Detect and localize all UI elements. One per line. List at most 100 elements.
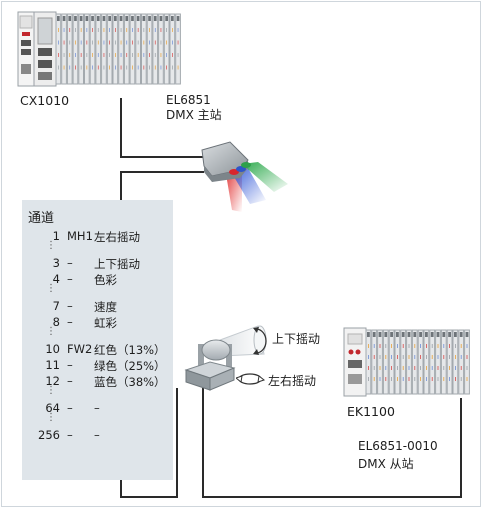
terminal-led-strip bbox=[159, 16, 163, 21]
channel-number: 7 bbox=[52, 299, 60, 313]
terminal-contact bbox=[391, 344, 392, 348]
terminal-contact bbox=[86, 65, 88, 70]
terminal-led-strip bbox=[153, 16, 157, 21]
terminal-contact bbox=[437, 355, 439, 359]
terminal-contact bbox=[137, 28, 139, 32]
terminal-contact bbox=[373, 355, 375, 359]
terminal-contact bbox=[58, 28, 59, 32]
channel-function: – bbox=[94, 428, 100, 442]
terminal-contact bbox=[437, 377, 439, 381]
terminal-contact bbox=[92, 65, 93, 70]
terminal-led-strip bbox=[108, 16, 111, 21]
channel-device: MH1 bbox=[67, 229, 93, 243]
terminal-contact bbox=[154, 53, 156, 57]
terminal-contact bbox=[115, 40, 116, 45]
terminal-contact bbox=[426, 344, 427, 348]
terminal-contact bbox=[391, 355, 392, 359]
io-terminal bbox=[118, 13, 124, 85]
terminal-contact bbox=[431, 344, 433, 348]
terminal-contact bbox=[177, 65, 179, 70]
terminal-led-strip bbox=[91, 16, 94, 21]
terminal-contact bbox=[58, 40, 59, 45]
terminal-led-strip bbox=[136, 16, 140, 21]
io-terminal bbox=[135, 13, 142, 85]
terminal-contact bbox=[69, 65, 71, 70]
terminal-led-strip bbox=[367, 332, 370, 337]
io-terminal bbox=[146, 13, 153, 85]
terminal-contact bbox=[132, 40, 133, 45]
terminal-contact bbox=[408, 355, 410, 359]
terminal-contact bbox=[143, 65, 145, 70]
terminal-contact bbox=[75, 40, 76, 45]
io-terminal bbox=[400, 329, 407, 395]
terminal-contact bbox=[115, 65, 116, 70]
wire-moving-head-down-b bbox=[202, 388, 204, 498]
terminal-contact bbox=[414, 355, 416, 359]
io-terminal bbox=[84, 13, 90, 85]
terminal-contact bbox=[414, 344, 416, 348]
io-terminal bbox=[365, 329, 372, 395]
io-terminal bbox=[152, 13, 159, 85]
terminal-contact bbox=[379, 355, 381, 359]
terminal-contact bbox=[420, 344, 421, 348]
io-terminal bbox=[141, 13, 147, 85]
terminal-contact bbox=[455, 377, 456, 381]
terminal-contact bbox=[80, 40, 82, 45]
terminal-contact bbox=[466, 355, 468, 359]
terminal-contact bbox=[402, 355, 404, 359]
terminal-led-strip bbox=[148, 16, 151, 21]
terminal-led-strip bbox=[384, 332, 388, 337]
terminal-led-strip bbox=[425, 332, 428, 337]
channel-row: 3–上下摇动 bbox=[22, 256, 173, 271]
led-spotlight-icon bbox=[201, 141, 288, 212]
wire-bottom-left bbox=[120, 496, 178, 498]
channel-function: 虹彩 bbox=[94, 316, 117, 330]
terminal-contact bbox=[391, 366, 392, 370]
channel-ellipsis: ⋮ bbox=[22, 240, 173, 253]
channel-number: 256 bbox=[38, 428, 60, 442]
terminal-contact bbox=[420, 366, 421, 370]
channel-ellipsis: ⋮ bbox=[22, 385, 173, 398]
channel-row: 8–虹彩 bbox=[22, 315, 173, 330]
terminal-contact bbox=[126, 65, 128, 70]
terminal-contact bbox=[455, 366, 456, 370]
terminal-contact bbox=[177, 53, 179, 57]
channel-device: – bbox=[67, 272, 73, 286]
terminal-led-strip bbox=[165, 16, 168, 21]
channel-function: – bbox=[94, 401, 100, 415]
terminal-led-strip bbox=[465, 332, 469, 337]
terminal-contact bbox=[132, 28, 133, 32]
io-terminal bbox=[175, 13, 181, 85]
terminal-contact bbox=[137, 65, 139, 70]
tilt-rotation-icon bbox=[253, 327, 267, 355]
terminal-contact bbox=[97, 65, 99, 70]
terminal-contact bbox=[154, 28, 156, 32]
terminal-contact bbox=[92, 40, 93, 45]
terminal-led-strip bbox=[401, 332, 405, 337]
terminal-contact bbox=[373, 377, 375, 381]
terminal-contact bbox=[92, 28, 93, 32]
terminal-contact bbox=[97, 28, 99, 32]
terminal-contact bbox=[137, 40, 139, 45]
channel-row: 4–色彩 bbox=[22, 272, 173, 287]
terminal-contact bbox=[154, 65, 156, 70]
io-terminal bbox=[158, 13, 164, 85]
terminal-contact bbox=[172, 65, 173, 70]
terminal-contact bbox=[466, 344, 468, 348]
terminal-led-strip bbox=[442, 332, 446, 337]
io-terminal bbox=[78, 13, 85, 85]
terminal-contact bbox=[368, 344, 369, 348]
io-terminal bbox=[429, 329, 436, 395]
channel-panel-title: 通道 bbox=[28, 211, 55, 226]
channel-number: 1 bbox=[52, 229, 60, 243]
terminal-contact bbox=[431, 377, 433, 381]
terminal-contact bbox=[397, 377, 398, 381]
terminal-led-strip bbox=[57, 16, 60, 21]
channel-number: 10 bbox=[45, 342, 60, 356]
terminal-led-strip bbox=[79, 16, 83, 21]
io-terminal bbox=[411, 329, 418, 395]
channel-row: 7–速度 bbox=[22, 299, 173, 314]
terminal-led-strip bbox=[96, 16, 100, 21]
terminal-contact bbox=[431, 366, 433, 370]
